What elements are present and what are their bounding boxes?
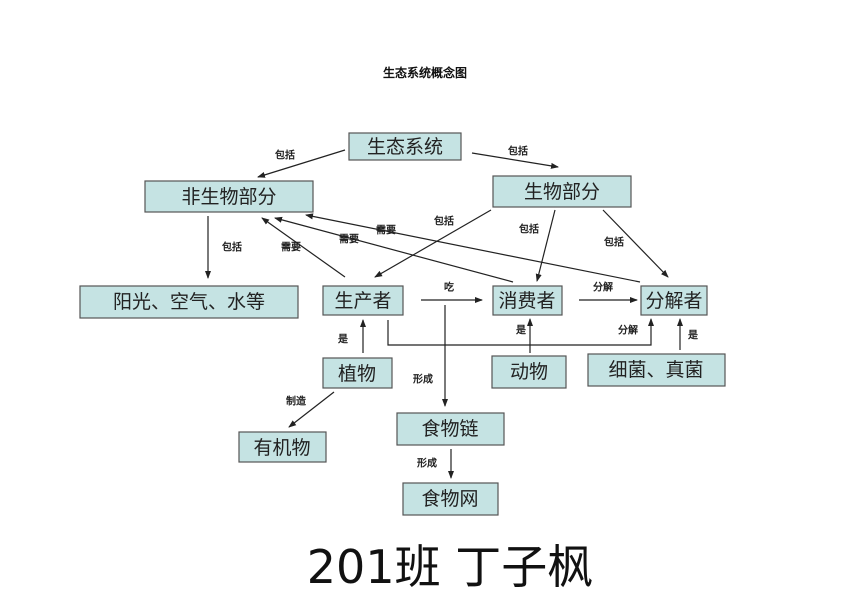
node-decomposer: 分解者 <box>640 285 708 316</box>
edge-label: 需要 <box>281 242 301 254</box>
node-biotic: 生物部分 <box>492 175 632 208</box>
node-label: 生物部分 <box>524 181 600 203</box>
edge-biotic-consumer <box>535 209 556 282</box>
node-label: 分解者 <box>645 290 702 312</box>
node-label: 食物网 <box>421 488 478 510</box>
node-label: 生态系统 <box>367 136 443 158</box>
node-label: 植物 <box>338 363 376 385</box>
edge-plant-organic <box>288 391 335 428</box>
edge-label: 是 <box>687 330 698 342</box>
edge-decomposer-needs <box>305 213 641 283</box>
edge-producer-decomposer <box>387 318 654 346</box>
node-label: 食物链 <box>421 418 478 440</box>
node-food-chain: 食物链 <box>396 412 505 446</box>
edges <box>205 149 683 479</box>
node-organic-matter: 有机物 <box>238 431 327 463</box>
node-label: 非生物部分 <box>181 186 276 208</box>
edge-label: 是 <box>515 325 526 337</box>
edge-eco-biotic <box>471 152 559 169</box>
node-producer: 生产者 <box>322 285 404 316</box>
edge-label: 分解 <box>593 281 613 294</box>
edge-biotic-producer <box>374 209 492 278</box>
edge-label: 包括 <box>508 145 528 158</box>
edge-eco-abiotic <box>257 149 346 178</box>
node-label: 细菌、真菌 <box>608 359 703 381</box>
edge-label: 包括 <box>275 149 295 162</box>
edge-label: 包括 <box>604 236 624 249</box>
node-label: 生产者 <box>334 290 391 312</box>
node-label: 动物 <box>510 361 548 383</box>
diagram-title: 生态系统概念图 <box>383 65 467 80</box>
author-caption: 201班 丁子枫 <box>307 540 593 594</box>
edge-biotic-decomposer <box>602 209 669 278</box>
node-abiotic: 非生物部分 <box>144 180 314 213</box>
node-consumer: 消费者 <box>492 285 563 316</box>
edge-label: 是 <box>337 334 348 346</box>
node-bacteria-fungi: 细菌、真菌 <box>587 353 726 387</box>
node-plant: 植物 <box>322 357 393 389</box>
node-label: 阳光、空气、水等 <box>113 291 265 313</box>
node-animal: 动物 <box>491 355 567 389</box>
edge-label: 需要 <box>339 234 359 246</box>
edge-consumer-needs <box>274 216 514 283</box>
node-food-web: 食物网 <box>402 482 499 516</box>
node-label: 消费者 <box>498 290 555 312</box>
edge-label: 形成 <box>417 457 437 470</box>
edge-label: 包括 <box>222 241 242 254</box>
node-sun-air-water: 阳光、空气、水等 <box>79 285 299 319</box>
edge-label: 包括 <box>434 215 454 228</box>
edge-labels: 包括 包括 包括 需要 需要 需要 包括 包括 包括 吃 分解 是 分解 是 是… <box>222 145 698 470</box>
edge-label: 分解 <box>618 324 638 337</box>
edge-producer-needs <box>261 217 346 278</box>
edge-label: 制造 <box>286 395 307 408</box>
edge-label: 吃 <box>444 281 454 294</box>
edge-label: 需要 <box>376 225 396 237</box>
node-label: 有机物 <box>253 437 310 459</box>
edge-label: 形成 <box>413 373 433 386</box>
edge-label: 包括 <box>519 223 539 236</box>
node-ecosystem: 生态系统 <box>348 132 462 161</box>
